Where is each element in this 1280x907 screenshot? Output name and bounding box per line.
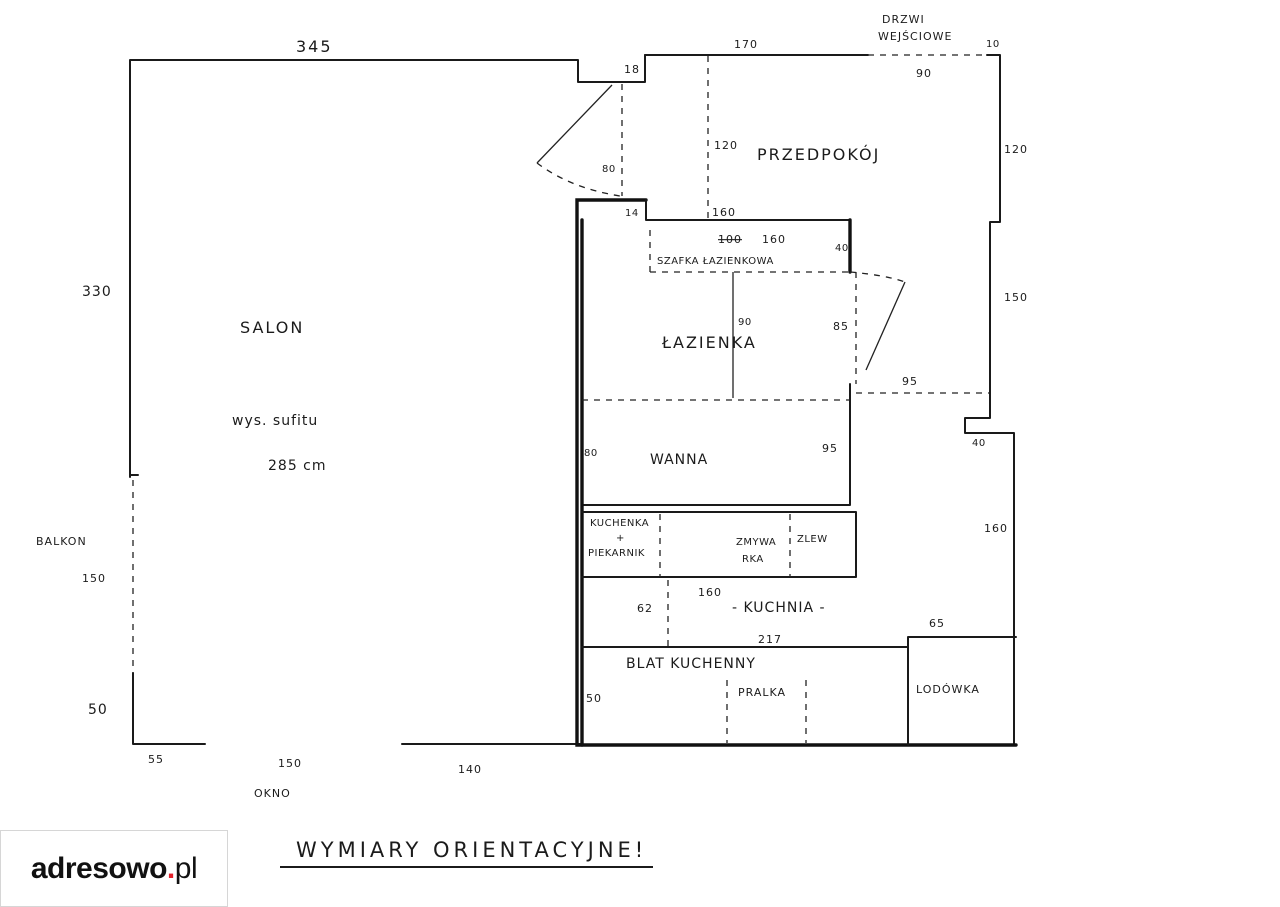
bathroom-left-wall bbox=[575, 198, 1018, 747]
salon-bottom-left-wall bbox=[132, 672, 206, 745]
label-kuchenka-3: PIEKARNIK bbox=[588, 548, 645, 559]
label-okno: OKNO bbox=[254, 787, 291, 800]
dim-160-cabinet: 160 bbox=[762, 233, 786, 246]
dimension-labels: 345 18 170 10 90 330 80 120 120 14 160 1… bbox=[82, 37, 1028, 776]
dim-55: 55 bbox=[148, 753, 164, 766]
dim-90-bath: 90 bbox=[738, 317, 752, 328]
dim-40-cabinet: 40 bbox=[835, 243, 849, 254]
dim-50-kitchen: 50 bbox=[586, 692, 602, 705]
dim-160-kitchen: 160 bbox=[698, 586, 722, 599]
dim-65: 65 bbox=[929, 617, 945, 630]
label-pralka: PRALKA bbox=[738, 686, 786, 699]
label-zlew: ZLEW bbox=[797, 534, 828, 545]
dim-120-right: 120 bbox=[1004, 143, 1028, 156]
label-balkon: BALKON bbox=[36, 535, 87, 548]
bathroom-door-leaf bbox=[865, 281, 906, 371]
dim-85: 85 bbox=[833, 320, 849, 333]
label-szafka: SZAFKA ŁAZIENKOWA bbox=[657, 256, 774, 267]
approximate-dimensions-note: WYMIARY ORIENTACYJNE! bbox=[280, 838, 654, 868]
logo-dot: . bbox=[166, 851, 175, 885]
walls bbox=[129, 54, 1018, 747]
dim-80-door: 80 bbox=[602, 164, 616, 175]
label-drzwi-2: WEJŚCIOWE bbox=[878, 30, 952, 43]
label-wanna: WANNA bbox=[650, 452, 708, 468]
dim-14: 14 bbox=[625, 208, 639, 219]
dim-217: 217 bbox=[758, 633, 782, 646]
dim-80-wanna: 80 bbox=[584, 448, 598, 459]
dim-62: 62 bbox=[637, 602, 653, 615]
dim-10: 10 bbox=[986, 39, 1000, 50]
label-kuchenka-1: KUCHENKA bbox=[590, 518, 649, 529]
right-lower-wall bbox=[964, 397, 1015, 746]
logo-tld: pl bbox=[174, 851, 198, 885]
dim-40-wall: 40 bbox=[972, 438, 986, 449]
bathroom-door-arc bbox=[849, 271, 906, 283]
dim-160-right: 160 bbox=[984, 522, 1008, 535]
dashed-lines bbox=[132, 54, 990, 743]
salon-door-leaf bbox=[536, 84, 613, 164]
label-ceiling-2: 285 cm bbox=[268, 458, 327, 474]
dim-50-left: 50 bbox=[88, 702, 108, 718]
adresowo-logo[interactable]: adresowo.pl bbox=[0, 830, 228, 907]
dim-170: 170 bbox=[734, 38, 758, 51]
right-upper-wall bbox=[986, 54, 1001, 399]
label-przedpokoj: PRZEDPOKÓJ bbox=[757, 145, 880, 164]
dim-18: 18 bbox=[624, 63, 640, 76]
dim-95-wanna: 95 bbox=[822, 442, 838, 455]
dim-160-top: 160 bbox=[712, 206, 736, 219]
room-labels: SALON wys. sufitu 285 cm PRZEDPOKÓJ ŁAZI… bbox=[36, 13, 980, 800]
dim-100-struck: 100 bbox=[718, 233, 742, 246]
label-lazienka: ŁAZIENKA bbox=[661, 333, 757, 352]
label-lodowka: LODÓWKA bbox=[916, 683, 980, 696]
label-zmywarka-2: RKA bbox=[742, 554, 764, 565]
dim-150-balkon: 150 bbox=[82, 572, 106, 585]
bathroom-right-wall bbox=[581, 383, 851, 506]
salon-top-left-wall bbox=[129, 54, 646, 478]
label-blat: BLAT KUCHENNY bbox=[626, 656, 756, 672]
dim-95-hall: 95 bbox=[902, 375, 918, 388]
label-ceiling-1: wys. sufitu bbox=[232, 413, 318, 429]
dim-90-entry: 90 bbox=[916, 67, 932, 80]
fridge-box bbox=[907, 636, 1017, 746]
label-kuchnia: - KUCHNIA - bbox=[732, 600, 826, 616]
dim-140: 140 bbox=[458, 763, 482, 776]
dim-120-hall: 120 bbox=[714, 139, 738, 152]
kitchen-upper-counter bbox=[581, 511, 857, 578]
dim-150-right: 150 bbox=[1004, 291, 1028, 304]
label-salon: SALON bbox=[240, 318, 304, 337]
label-zmywarka-1: ZMYWA bbox=[736, 537, 776, 548]
dim-150-okno: 150 bbox=[278, 757, 302, 770]
dim-330: 330 bbox=[82, 284, 112, 300]
logo-main: adresowo bbox=[30, 851, 168, 885]
label-drzwi-1: DRZWI bbox=[882, 13, 925, 26]
dim-345: 345 bbox=[296, 37, 333, 56]
label-kuchenka-2: + bbox=[616, 533, 625, 544]
